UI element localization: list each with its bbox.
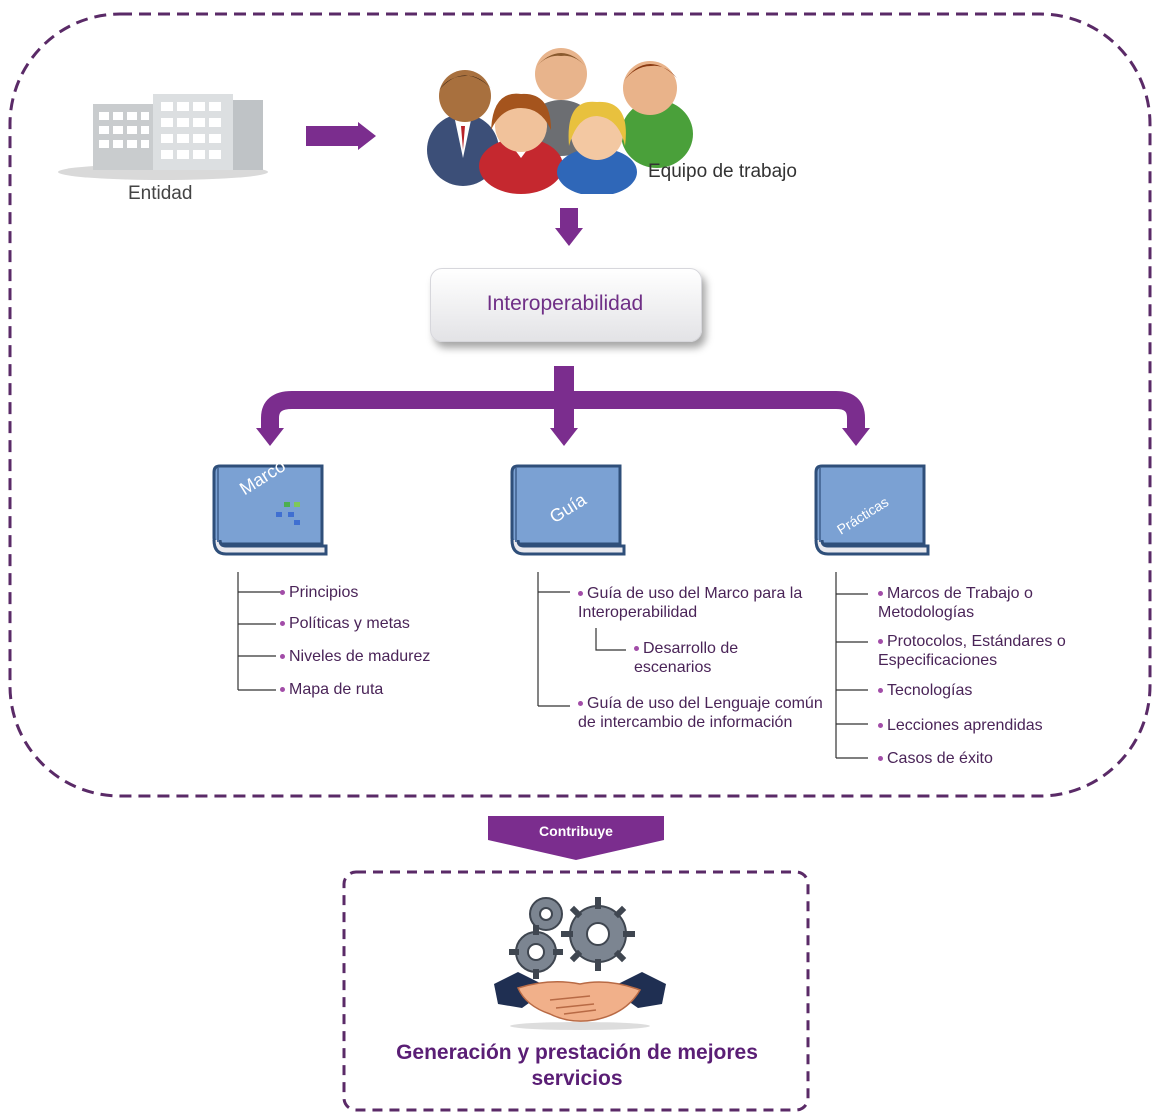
list-item: Mapa de ruta: [280, 680, 383, 699]
bullet-icon: [634, 646, 639, 652]
contribution-arrow: [488, 816, 664, 860]
bullet-icon: [878, 639, 883, 645]
list-item: Principios: [280, 583, 358, 602]
core-concept-label: Interoperabilidad: [486, 292, 644, 315]
list-item: Guía de uso del Marco para la Interopera…: [578, 585, 803, 621]
bullet-icon: [878, 688, 883, 694]
team-label: Equipo de trabajo: [648, 161, 797, 182]
core-concept-box: [430, 268, 702, 342]
bullet-icon: [280, 687, 285, 693]
list-item: Marcos de Trabajo o Metodologías: [878, 585, 1033, 621]
list-item: Guía de uso del Lenguaje común de interc…: [578, 695, 823, 731]
bullet-icon: [878, 723, 883, 729]
building-icon: [58, 94, 268, 180]
list-item: Lecciones aprendidas: [878, 716, 1043, 735]
list-item: Niveles de madurez: [280, 647, 430, 666]
tree-lines: [237, 572, 868, 759]
bullet-icon: [878, 591, 883, 597]
list-item: Desarrollo de escenarios: [634, 640, 739, 676]
book-practicas-icon: [814, 464, 930, 556]
people-group-icon: [427, 48, 693, 194]
contribution-label: Contribuye: [539, 823, 613, 839]
bullet-icon: [280, 621, 285, 627]
bullet-icon: [578, 591, 583, 597]
result-label: Generación y prestación de mejores servi…: [396, 1041, 758, 1090]
book-guia-icon: [510, 464, 626, 556]
bullet-icon: [280, 654, 285, 660]
list-item: Políticas y metas: [280, 614, 410, 633]
entity-label: Entidad: [128, 183, 193, 204]
bullet-icon: [578, 701, 583, 707]
arrow-right-icon: [306, 122, 376, 150]
gears-handshake-icon: [494, 897, 666, 1030]
list-item: Tecnologías: [878, 681, 972, 700]
bullet-icon: [878, 756, 883, 762]
branch-connector: [256, 366, 870, 446]
list-item: Casos de éxito: [878, 749, 993, 768]
list-item: Protocolos, Estándares o Especificacione…: [878, 633, 1066, 669]
bullet-icon: [280, 590, 285, 596]
book-marco-icon: [212, 464, 328, 556]
arrow-down-icon: [555, 208, 583, 246]
